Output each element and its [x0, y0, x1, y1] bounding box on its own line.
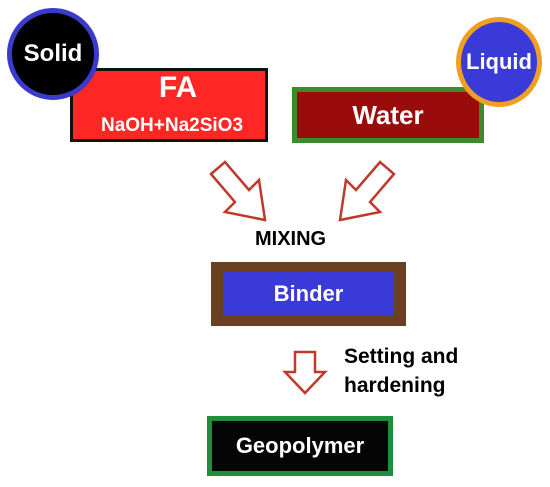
setting-line-1: Setting and: [344, 345, 459, 368]
arrow-binder-to-geopolymer: [282, 350, 328, 395]
water-label: Water: [297, 92, 479, 138]
setting-hardening-label: Setting and hardening: [344, 342, 458, 400]
arrow-water-to-mixing: [338, 160, 396, 222]
fa-title: FA: [158, 71, 198, 104]
solid-circle: Solid: [7, 8, 99, 100]
fa-subtitle: NaOH+Na2SiO3: [100, 115, 244, 136]
arrow-fa-to-mixing: [209, 160, 267, 222]
water-box: Water: [292, 87, 484, 143]
fa-box: FA NaOH+Na2SiO3: [70, 68, 268, 142]
solid-label: Solid: [23, 40, 83, 67]
geopolymer-label: Geopolymer: [212, 421, 388, 471]
liquid-circle: Liquid: [456, 17, 542, 107]
binder-label: Binder: [223, 272, 394, 316]
liquid-label: Liquid: [466, 49, 532, 74]
binder-box: Binder: [211, 262, 406, 326]
setting-line-2: hardening: [344, 374, 446, 397]
mixing-label: MIXING: [255, 228, 327, 250]
geopolymer-box: Geopolymer: [207, 416, 393, 476]
